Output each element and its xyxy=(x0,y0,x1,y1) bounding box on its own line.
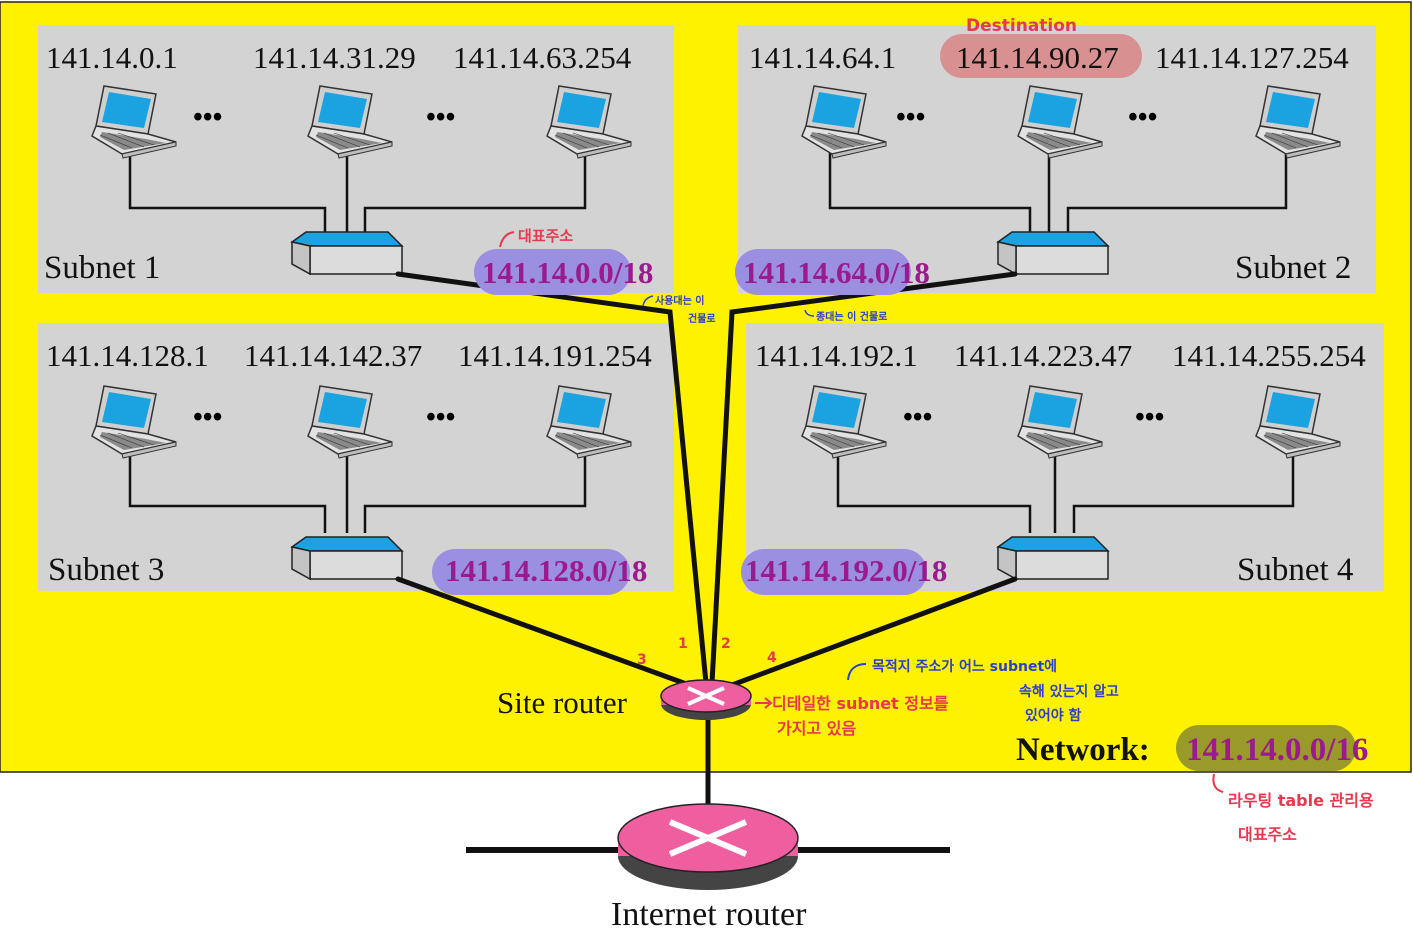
internet-router-label: Internet router xyxy=(611,896,807,931)
annotation-arrow xyxy=(755,697,773,709)
port-label: 1 xyxy=(678,636,688,652)
ellipsis: ••• xyxy=(1135,402,1164,433)
host-address-destination: 141.14.90.27 xyxy=(956,40,1119,75)
host-address: 141.14.128.1 xyxy=(46,338,209,373)
switch-icon xyxy=(997,536,1109,580)
ellipsis: ••• xyxy=(903,402,932,433)
ellipsis: ••• xyxy=(426,102,455,133)
ellipsis: ••• xyxy=(193,102,222,133)
prefix-highlight xyxy=(735,249,911,295)
annotation-note: 건물로 xyxy=(688,312,716,325)
subnet-name: Subnet 2 xyxy=(1235,250,1351,286)
ellipsis: ••• xyxy=(1128,102,1157,133)
switch-icon xyxy=(997,231,1109,275)
annotation-note: 가지고 있음 xyxy=(777,719,856,738)
subnet-prefix: 141.14.0.0/18 xyxy=(482,255,653,290)
annotation-note: 종대는 이 건물로 xyxy=(816,310,887,323)
annotation-rep-address: 대표주소 xyxy=(518,227,573,245)
subnet-prefix: 141.14.192.0/18 xyxy=(745,553,947,588)
uplink-lines xyxy=(395,271,1018,809)
host-address: 141.14.0.1 xyxy=(46,40,178,75)
host-address: 141.14.255.254 xyxy=(1172,338,1366,373)
host-address: 141.14.191.254 xyxy=(458,338,652,373)
prefix-highlight xyxy=(432,549,630,595)
port-label: 3 xyxy=(637,652,647,668)
prefix-highlight xyxy=(741,549,927,595)
subnet-name: Subnet 3 xyxy=(48,552,164,588)
host-address: 141.14.142.37 xyxy=(244,338,422,373)
ellipsis: ••• xyxy=(896,102,925,133)
site-router-icon xyxy=(660,679,752,720)
annotation-note: 목적지 주소가 어느 subnet에 xyxy=(872,658,1057,675)
annotation-arrow xyxy=(1212,773,1224,793)
subnet-name: Subnet 4 xyxy=(1237,552,1353,588)
subnet-1-wiring xyxy=(128,150,587,232)
subnet-3-wiring xyxy=(128,450,587,533)
annotation-note: 속해 있는지 알고 xyxy=(1019,684,1119,700)
switch-icon xyxy=(291,231,403,275)
network-label: Network: xyxy=(1016,732,1150,768)
subnet-4-wiring xyxy=(836,450,1295,533)
annotation-destination: Destination xyxy=(966,16,1077,36)
subnet-prefix: 141.14.128.0/18 xyxy=(445,553,647,588)
annotation-arrow xyxy=(804,309,815,317)
subnet-name: Subnet 1 xyxy=(44,250,160,286)
host-address: 141.14.223.47 xyxy=(954,338,1132,373)
host-address: 141.14.192.1 xyxy=(755,338,918,373)
network-prefix: 141.14.0.0/16 xyxy=(1186,732,1368,768)
port-label: 4 xyxy=(767,650,777,666)
annotation-note: 라우팅 table 관리용 xyxy=(1228,791,1374,810)
port-label: 2 xyxy=(721,636,731,652)
host-address: 141.14.63.254 xyxy=(453,40,632,75)
annotation-arrow xyxy=(499,231,515,248)
annotation-note: 디테일한 subnet 정보를 xyxy=(772,694,949,713)
annotation-note: 대표주소 xyxy=(1238,825,1297,844)
host-address: 141.14.31.29 xyxy=(253,40,416,75)
switch-icon xyxy=(291,536,403,580)
subnet-2-wiring xyxy=(828,150,1288,232)
internet-router-icon xyxy=(617,803,799,890)
network-prefix-highlight xyxy=(1176,725,1356,771)
host-address: 141.14.127.254 xyxy=(1155,40,1349,75)
subnet-prefix: 141.14.64.0/18 xyxy=(743,255,930,290)
ellipsis: ••• xyxy=(193,402,222,433)
annotation-note: 있어야 함 xyxy=(1025,707,1082,724)
annotation-arrow xyxy=(847,663,867,681)
prefix-highlight xyxy=(474,249,631,295)
destination-highlight xyxy=(940,34,1142,78)
annotation-note: 사용대는 이 xyxy=(655,294,704,307)
annotation-arrow xyxy=(642,295,654,307)
site-router-label: Site router xyxy=(497,685,628,720)
ellipsis: ••• xyxy=(426,402,455,433)
host-address: 141.14.64.1 xyxy=(749,40,896,75)
